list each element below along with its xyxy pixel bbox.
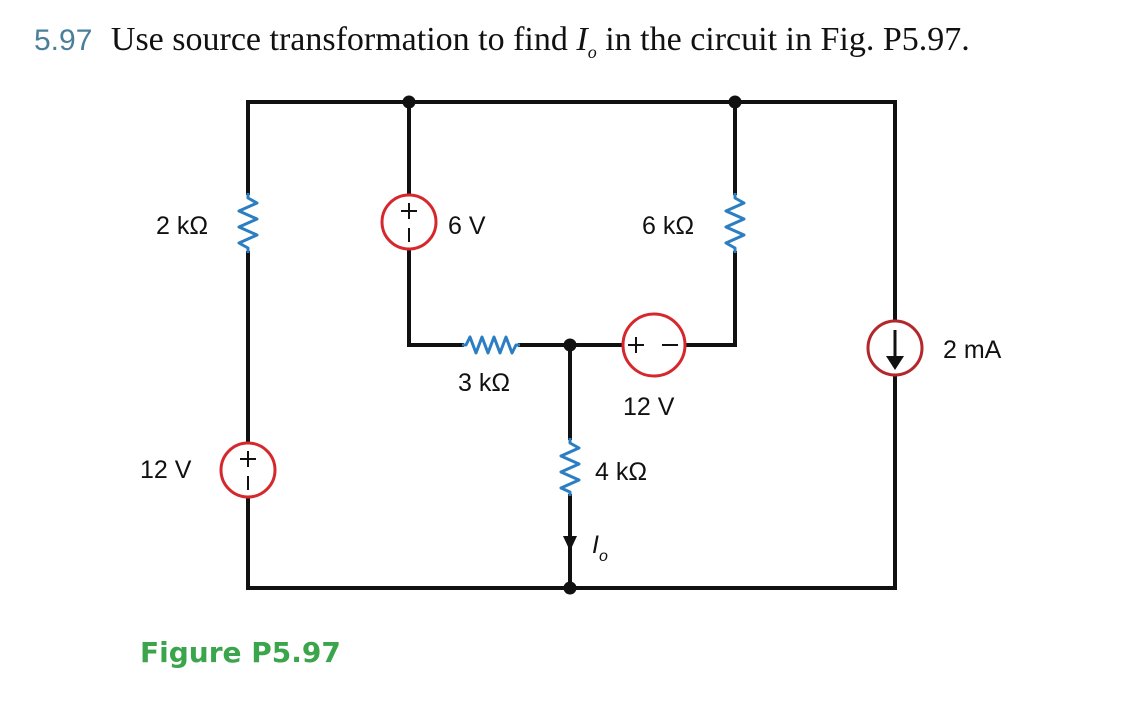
problem-number: 5.97 [34, 24, 93, 57]
voltage-source-12v-left [219, 441, 277, 499]
resistor-6k [724, 193, 746, 253]
label-6v: 6 V [448, 212, 486, 240]
node-top-left [402, 95, 416, 109]
label-3k: 3 kΩ [458, 369, 510, 397]
current-source-2ma [866, 319, 924, 377]
problem-text-after: in the circuit in Fig. P5.97. [605, 21, 970, 58]
node-top-right [728, 95, 742, 109]
nodes [402, 95, 742, 595]
resistor-4k [559, 438, 581, 496]
label-io: Io [592, 531, 608, 565]
current-arrow-icon [563, 536, 577, 551]
resistor-3k [462, 335, 520, 355]
label-2ma: 2 mA [943, 336, 1002, 364]
voltage-source-6v [380, 193, 438, 251]
label-4k: 4 kΩ [595, 458, 647, 486]
problem-text-before: Use source transformation to find [110, 21, 568, 58]
figure-caption: Figure P5.97 [140, 636, 341, 669]
problem-statement: 5.97 Use source transformation to find I… [34, 18, 970, 74]
label-2k: 2 kΩ [156, 212, 208, 240]
label-12v-left: 12 V [140, 456, 192, 484]
resistor-2k [237, 193, 259, 253]
problem-current-symbol: Io [576, 21, 597, 62]
label-6k: 6 kΩ [642, 212, 694, 240]
label-12v-middle: 12 V [623, 393, 675, 421]
node-bottom [563, 581, 577, 595]
voltage-source-12v-middle [621, 312, 687, 378]
node-middle [563, 338, 577, 352]
